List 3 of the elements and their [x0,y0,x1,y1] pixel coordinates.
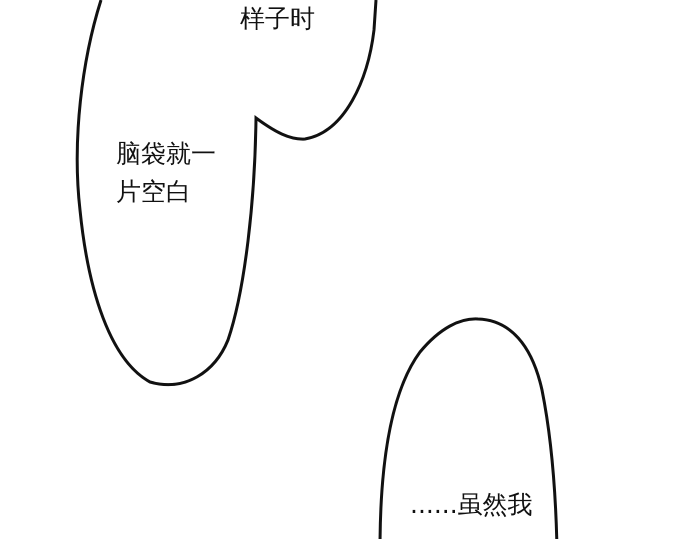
speech-text: 脑袋就一片空白 [116,138,217,208]
speech-text: 样子时 [240,3,316,35]
speech-text: ......虽然我 [410,489,534,521]
